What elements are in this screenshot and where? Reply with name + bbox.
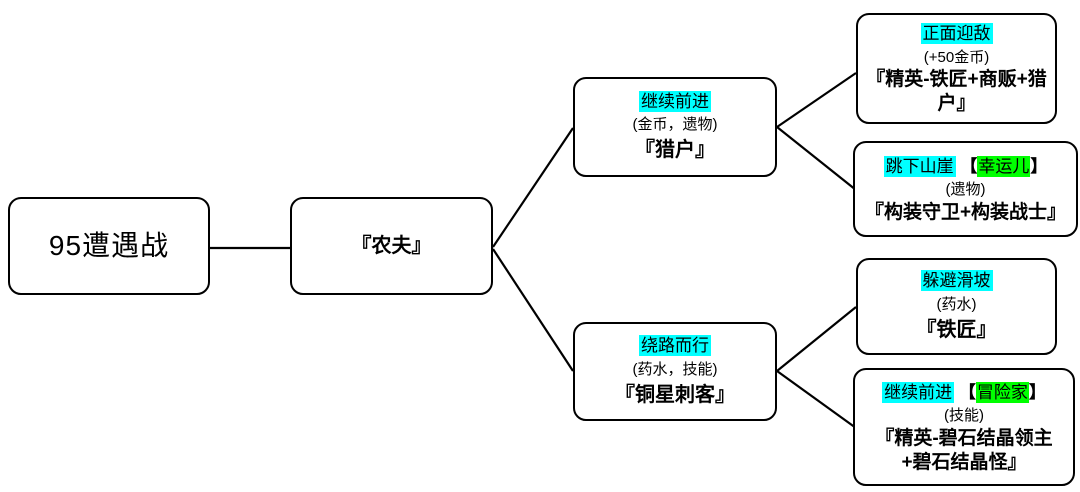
farmer-name: 『农夫』: [351, 234, 432, 257]
enemy-label: 『精英-碧石结晶领主+碧石结晶怪』: [875, 427, 1053, 473]
rewards-label: (+50金币): [923, 48, 990, 66]
node-farmer: 『农夫』: [290, 197, 493, 295]
choice-label: 绕路而行: [639, 335, 711, 357]
rewards-label: (金币，遗物): [632, 116, 718, 134]
perk-bracket-open: 【: [960, 156, 978, 176]
perk-label: 幸运儿: [977, 155, 1031, 177]
perk-bracket-close: 】: [1030, 156, 1048, 176]
choice-line: 跳下山崖 【幸运儿】: [883, 154, 1048, 180]
enemy-label: 『构装守卫+构装战士』: [864, 201, 1067, 223]
choice-label: 继续前进: [882, 381, 955, 403]
choice-label: 正面迎敌: [920, 23, 993, 45]
enemy-label: 『精英-铁匠+商贩+猎户』: [866, 69, 1047, 115]
enemy-label: 『猎户』: [635, 139, 715, 162]
choice-line: 继续前进: [639, 89, 711, 115]
rewards-label: (遗物): [945, 181, 986, 198]
choice-line: 继续前进 【冒险家】: [882, 380, 1046, 406]
choice-line: 绕路而行: [639, 333, 711, 359]
enemy-label: 『铜星刺客』: [615, 383, 735, 406]
node-outcome-forward: 继续前进 【冒险家】 (技能) 『精英-碧石结晶领主+碧石结晶怪』: [853, 368, 1075, 486]
choice-line: 正面迎敌: [920, 21, 993, 47]
node-outcome-slope: 躲避滑坡 (药水) 『铁匠』: [856, 258, 1057, 355]
rewards-label: (药水，技能): [632, 360, 718, 378]
choice-label: 躲避滑坡: [920, 270, 993, 292]
rewards-label: (药水): [936, 295, 977, 313]
rewards-label: (技能): [944, 407, 984, 425]
choice-label: 继续前进: [639, 90, 711, 112]
node-branch-hunter: 继续前进 (金币，遗物) 『猎户』: [573, 77, 777, 177]
perk-bracket-close: 】: [1028, 382, 1046, 402]
perk-bracket-open: 【: [958, 382, 976, 402]
encounter-title: 95遭遇战: [48, 229, 170, 261]
choice-label: 跳下山崖: [883, 155, 956, 177]
perk-label: 冒险家: [975, 381, 1029, 403]
enemy-label: 『铁匠』: [916, 318, 997, 341]
choice-line: 躲避滑坡: [920, 268, 993, 294]
node-outcome-frontal: 正面迎敌 (+50金币) 『精英-铁匠+商贩+猎户』: [856, 13, 1057, 124]
node-outcome-cliff: 跳下山崖 【幸运儿】 (遗物) 『构装守卫+构装战士』: [853, 141, 1078, 237]
node-encounter-start: 95遭遇战: [8, 197, 210, 295]
node-branch-assassin: 绕路而行 (药水，技能) 『铜星刺客』: [573, 322, 777, 421]
